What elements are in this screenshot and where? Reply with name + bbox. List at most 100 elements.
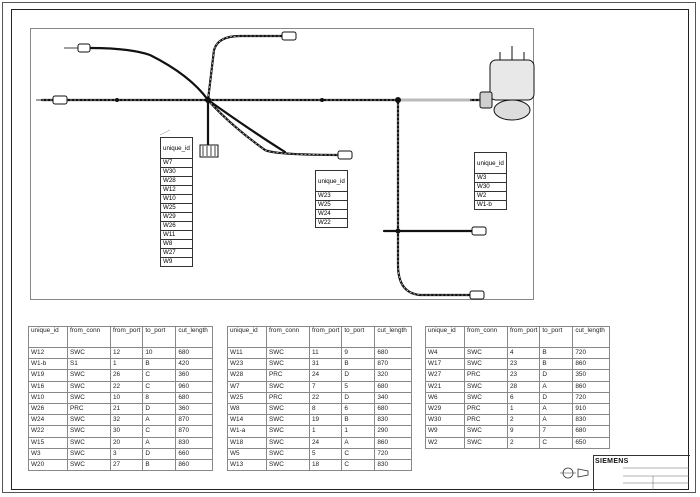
table-cell: 1 (506, 402, 541, 416)
table-cell: 23 (506, 369, 541, 382)
table-cell: B (539, 346, 574, 360)
sheet-inner-border (11, 9, 689, 490)
table-cell: 27 (109, 458, 144, 472)
table-cell: W14 (227, 414, 267, 427)
table-cell: 22 (109, 380, 144, 393)
id-table-header: unique_id (160, 137, 193, 159)
table-cell: 6 (341, 402, 376, 416)
table-cell: W22 (28, 425, 68, 438)
table-cell: B (341, 358, 376, 371)
wire-id: W25 (160, 203, 193, 213)
table-cell: W16 (28, 380, 68, 393)
table-cell: SWC (67, 380, 111, 393)
table-cell: 680 (572, 425, 611, 438)
table-cell: 1 (341, 425, 376, 438)
junction-drop (395, 97, 401, 103)
table-cell: W26 (28, 402, 68, 416)
wire-id: W22 (315, 218, 348, 228)
table-cell: 860 (572, 358, 611, 371)
id-table-header: unique_id (315, 170, 348, 192)
wire-id: W27 (160, 248, 193, 258)
table-cell: W12 (28, 346, 68, 360)
table-cell: W11 (227, 346, 267, 360)
table-cell: 350 (572, 369, 611, 382)
table-cell: C (142, 369, 177, 382)
table-cell: C (341, 447, 376, 460)
wire-id-table-3: unique_id W3 W30 W2 W1-b (474, 152, 507, 210)
table-cell: 8 (142, 391, 177, 404)
table-cell: 3 (109, 447, 144, 460)
table-cell: 860 (175, 458, 214, 472)
table-cell: SWC (67, 436, 111, 449)
table-cell: PRC (67, 402, 111, 416)
table-cell: W1-a (227, 425, 267, 438)
table-cell: SWC (266, 380, 310, 393)
table-cell: SWC (266, 425, 310, 438)
table-cell: 660 (175, 447, 214, 460)
table-cell: 830 (572, 414, 611, 427)
table-cell: 19 (308, 414, 343, 427)
table-cell: W19 (28, 369, 68, 382)
table-cell: 320 (374, 369, 413, 382)
table-cell: W15 (28, 436, 68, 449)
table-cell: 18 (308, 458, 343, 472)
column-header: to_port (142, 326, 177, 348)
wire-id: W24 (315, 209, 348, 219)
table-cell: D (341, 369, 376, 382)
column-header: to_port (539, 326, 574, 348)
harness-diagram-frame (30, 28, 534, 300)
table-cell: 1 (109, 358, 144, 371)
table-cell: D (539, 391, 574, 404)
table-cell: D (142, 447, 177, 460)
wire-id: W25 (315, 200, 348, 210)
table-cell: 340 (374, 391, 413, 404)
table-cell: 28 (506, 380, 541, 393)
junction-lower (395, 228, 401, 234)
table-cell: 5 (341, 380, 376, 393)
wire-id: W11 (160, 230, 193, 240)
table-cell: SWC (67, 458, 111, 472)
table-cell: 7 (539, 425, 574, 438)
table-cell: A (539, 414, 574, 427)
wire-id-table-1: unique_id W7 W30 W28 W12 W10 W25 W29 W26… (160, 137, 193, 267)
column-header: cut_length (175, 326, 214, 348)
table-cell: 680 (374, 346, 413, 360)
table-cell: 31 (308, 358, 343, 371)
column-header: unique_id (227, 326, 267, 348)
table-cell: 650 (572, 436, 611, 449)
table-cell: PRC (266, 369, 310, 382)
table-cell: 830 (374, 458, 413, 472)
table-cell: W25 (227, 391, 267, 404)
table-cell: C (341, 458, 376, 472)
column-header: to_port (341, 326, 376, 348)
table-cell: W3 (28, 447, 68, 460)
table-cell: 870 (175, 425, 214, 438)
wire-id: W10 (160, 194, 193, 204)
table-cell: C (142, 380, 177, 393)
table-cell: W28 (227, 369, 267, 382)
table-cell: SWC (266, 358, 310, 371)
table-cell: PRC (464, 369, 508, 382)
table-cell: PRC (464, 414, 508, 427)
connector-left (52, 95, 68, 105)
connector-bottom (469, 290, 485, 300)
table-cell: SWC (464, 425, 508, 438)
table-cell: SWC (67, 414, 111, 427)
wire-id: W9 (160, 257, 193, 267)
table-cell: SWC (266, 414, 310, 427)
